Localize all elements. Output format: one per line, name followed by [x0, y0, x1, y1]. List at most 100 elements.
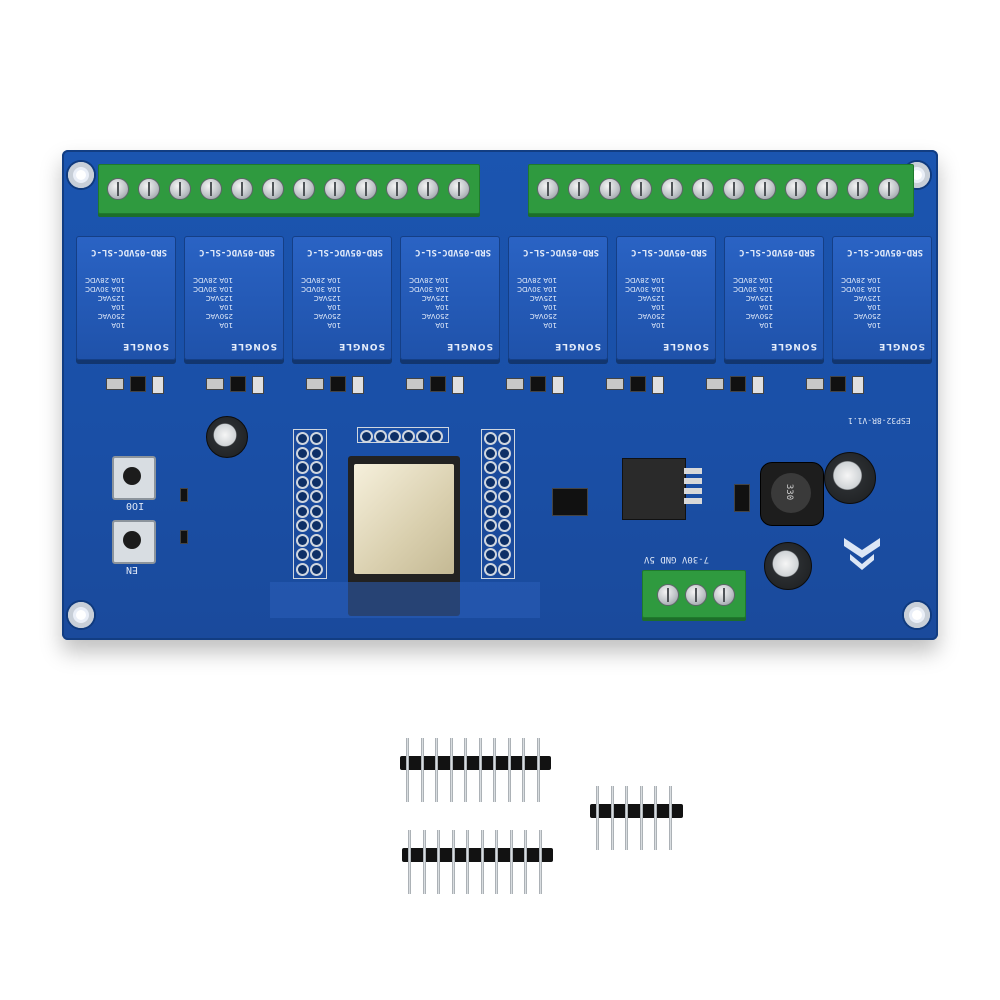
- pin-hole: [486, 492, 495, 501]
- relay-brand: SONGLE: [662, 341, 709, 351]
- pin-hole: [362, 432, 371, 441]
- pin-hole: [500, 506, 509, 516]
- relay-part-number: SRD-05VDC-SL-C: [199, 247, 275, 257]
- ic-leads: [684, 468, 702, 512]
- capacitor: [764, 542, 812, 590]
- terminal-screw: [785, 178, 807, 200]
- capacitor: [824, 452, 876, 504]
- header-pin: [480, 830, 484, 894]
- smd-resistor: [306, 378, 324, 390]
- terminal-screw: [262, 178, 284, 200]
- pin-hole: [312, 463, 321, 472]
- header-pin: [495, 830, 498, 894]
- header-pin: [420, 738, 424, 802]
- driver-transistor: [230, 376, 246, 392]
- relay-part-number: SRD-05VDC-SL-C: [307, 247, 383, 257]
- terminal-screw: [293, 178, 315, 200]
- mounting-hole: [68, 162, 94, 188]
- pin-hole: [298, 434, 307, 443]
- relay-part-number: SRD-05VDC-SL-C: [91, 247, 167, 257]
- header-pin: [538, 830, 542, 894]
- pin-hole: [298, 521, 307, 530]
- ldo-regulator: [552, 488, 588, 516]
- terminal-screw: [200, 178, 222, 200]
- pin-hole: [298, 492, 307, 501]
- gpio-header-right: [481, 429, 515, 579]
- pin-hole: [390, 432, 399, 441]
- pin-hole: [486, 434, 495, 443]
- pin-hole: [312, 521, 321, 530]
- terminal-screw: [661, 178, 683, 200]
- relay-brand: SONGLE: [878, 341, 925, 351]
- power-label: 7-30V GND 5V: [644, 554, 710, 564]
- en-label: EN: [126, 564, 139, 575]
- smd-resistor: [806, 378, 824, 390]
- inductor: 330: [760, 462, 824, 526]
- driver-transistor: [830, 376, 846, 392]
- terminal-screw: [878, 178, 900, 200]
- terminal-screw: [599, 178, 621, 200]
- smd-diode: [552, 376, 564, 394]
- pin-hole: [500, 477, 509, 487]
- driver-transistor: [530, 376, 546, 392]
- terminal-screw: [692, 178, 714, 200]
- terminal-screw: [138, 178, 160, 200]
- pin-hole: [312, 535, 321, 545]
- gpio-header-top: [357, 427, 449, 443]
- pin-hole: [486, 521, 495, 530]
- pin-hole: [298, 564, 307, 574]
- driver-transistor: [430, 376, 446, 392]
- header-pin: [422, 830, 426, 894]
- terminal-screw: [847, 178, 869, 200]
- header-pin: [509, 830, 513, 894]
- pin-hole: [500, 521, 509, 530]
- pin-hole: [312, 564, 321, 574]
- relay-part-number: SRD-05VDC-SL-C: [523, 247, 599, 257]
- smd-diode: [452, 376, 464, 394]
- pin-hole: [298, 477, 307, 487]
- smd-resistor: [106, 378, 124, 390]
- terminal-screw: [448, 178, 470, 200]
- pin-hole: [486, 477, 495, 487]
- terminal-block-right: [528, 164, 914, 214]
- header-pin: [610, 786, 614, 850]
- io0-button[interactable]: [112, 456, 156, 500]
- relay-part-number: SRD-05VDC-SL-C: [631, 247, 707, 257]
- terminal-screw: [355, 178, 377, 200]
- header-pin: [478, 738, 482, 802]
- en-button[interactable]: [112, 520, 156, 564]
- pin-hole: [500, 550, 509, 559]
- pin-hole: [312, 448, 321, 458]
- pin-hole: [500, 535, 509, 545]
- pin-hole: [312, 492, 321, 501]
- smd-diode: [752, 376, 764, 394]
- terminal-screw: [630, 178, 652, 200]
- relay-part-number: SRD-05VDC-SL-C: [415, 247, 491, 257]
- screw: [657, 584, 679, 606]
- terminal-block-left: [98, 164, 480, 214]
- pin-hole: [500, 448, 509, 458]
- pin-hole: [500, 434, 509, 443]
- pin-hole: [432, 432, 441, 441]
- smd-resistor: [206, 378, 224, 390]
- header-pin: [524, 830, 527, 894]
- terminal-screw: [386, 178, 408, 200]
- header-pin: [437, 830, 440, 894]
- relay-part-number: SRD-05VDC-SL-C: [847, 247, 923, 257]
- power-terminal: [642, 570, 746, 618]
- terminal-screw: [169, 178, 191, 200]
- smd-diode: [152, 376, 164, 394]
- terminal-screw: [754, 178, 776, 200]
